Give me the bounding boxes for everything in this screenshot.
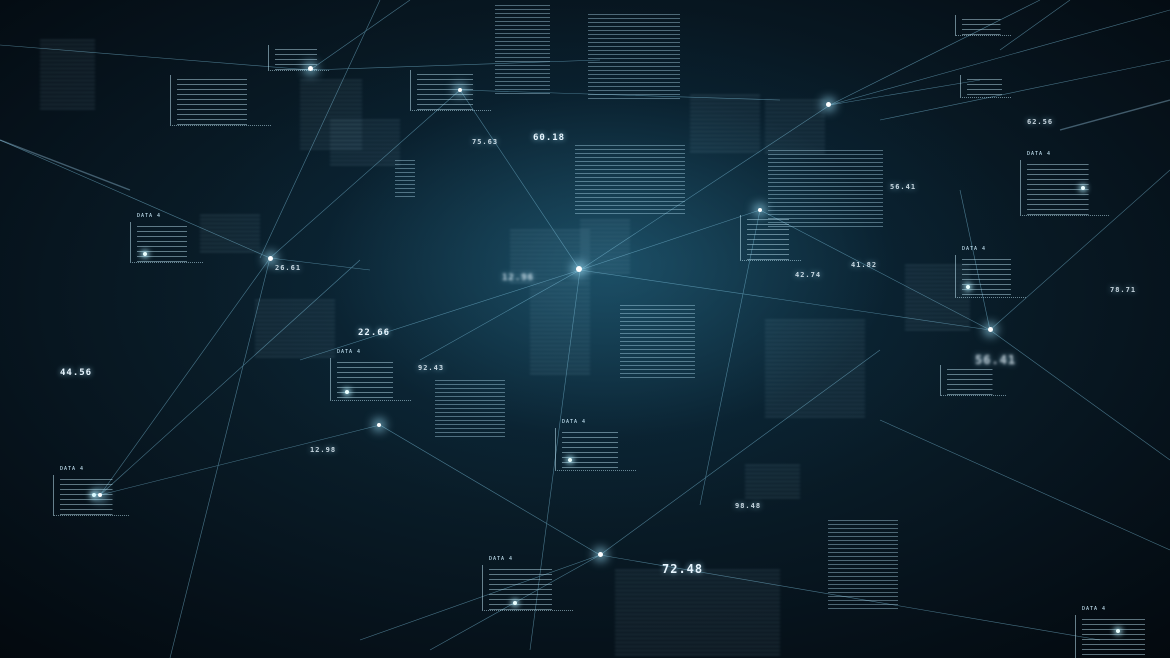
node-dot: [513, 601, 517, 605]
node-glow: [268, 256, 273, 261]
node-glow: [308, 66, 313, 71]
floating-number: 75.63: [472, 138, 499, 146]
panel-label: DATA 4: [1082, 606, 1107, 612]
text-block: [255, 300, 335, 360]
text-block: [330, 120, 400, 165]
data-panel: DATA 4: [955, 246, 1026, 298]
data-panel: [940, 365, 1006, 396]
panel-label: DATA 4: [489, 556, 514, 562]
node-glow: [458, 88, 462, 92]
floating-number: 41.82: [851, 261, 878, 269]
floating-number: 26.61: [275, 264, 302, 272]
text-block: [620, 305, 695, 380]
text-block: [40, 40, 95, 110]
text-block: [765, 320, 865, 420]
data-panel: [960, 75, 1011, 98]
text-block: [495, 5, 550, 95]
text-block: [588, 14, 680, 102]
floating-number: 44.56: [60, 368, 93, 378]
text-block: [510, 230, 590, 285]
text-block: [575, 145, 685, 215]
node-dot: [1081, 186, 1085, 190]
node-dot: [568, 458, 572, 462]
floating-number: 56.41: [975, 353, 1017, 367]
node-glow: [758, 208, 762, 212]
text-block: [530, 285, 590, 375]
floating-number: 92.43: [418, 364, 445, 372]
node-dot: [143, 252, 147, 256]
node-glow: [98, 493, 102, 497]
data-panel: DATA 4: [1075, 606, 1166, 658]
data-panel: [740, 215, 801, 261]
floating-number: 98.48: [735, 502, 762, 510]
data-panel: [170, 75, 271, 126]
floating-number: 12.98: [310, 446, 337, 454]
data-panel: [955, 15, 1011, 36]
floating-number: 56.41: [890, 183, 917, 191]
floating-number: 12.96: [502, 273, 535, 283]
node-dot: [966, 285, 970, 289]
node-glow: [598, 552, 603, 557]
data-panel: [268, 45, 329, 71]
text-block: [690, 95, 760, 155]
data-panel: DATA 4: [330, 349, 411, 401]
text-block: [765, 100, 825, 155]
floating-number: 72.48: [662, 562, 704, 576]
text-block: [768, 150, 883, 230]
data-panel: DATA 4: [1020, 151, 1109, 216]
text-block: [200, 215, 260, 255]
node-dot: [92, 493, 96, 497]
floating-number: 62.56: [1027, 118, 1054, 126]
text-block: [615, 570, 780, 658]
floating-number: 22.66: [358, 328, 391, 338]
floating-number: 60.18: [533, 133, 566, 143]
data-panel: DATA 4: [555, 419, 636, 471]
node-glow: [826, 102, 831, 107]
node-glow: [377, 423, 381, 427]
node-dot: [345, 390, 349, 394]
node-glow: [988, 327, 993, 332]
panel-label: DATA 4: [337, 349, 362, 355]
panel-label: DATA 4: [1027, 151, 1052, 157]
floating-number: 42.74: [795, 271, 822, 279]
panel-label: DATA 4: [562, 419, 587, 425]
data-panel: DATA 4: [482, 556, 573, 611]
node-glow: [576, 266, 582, 272]
data-panel: [410, 70, 491, 111]
text-block: [300, 80, 362, 150]
panel-label: DATA 4: [137, 213, 162, 219]
text-block: [580, 220, 630, 275]
panel-label: DATA 4: [962, 246, 987, 252]
data-panel: DATA 4: [130, 213, 203, 263]
text-block: [828, 520, 898, 610]
text-block: [745, 465, 800, 500]
data-panel: DATA 4: [53, 466, 129, 516]
text-block: [435, 380, 505, 440]
floating-number: 78.71: [1110, 286, 1137, 294]
text-block: [395, 160, 415, 200]
node-dot: [1116, 629, 1120, 633]
panel-label: DATA 4: [60, 466, 85, 472]
